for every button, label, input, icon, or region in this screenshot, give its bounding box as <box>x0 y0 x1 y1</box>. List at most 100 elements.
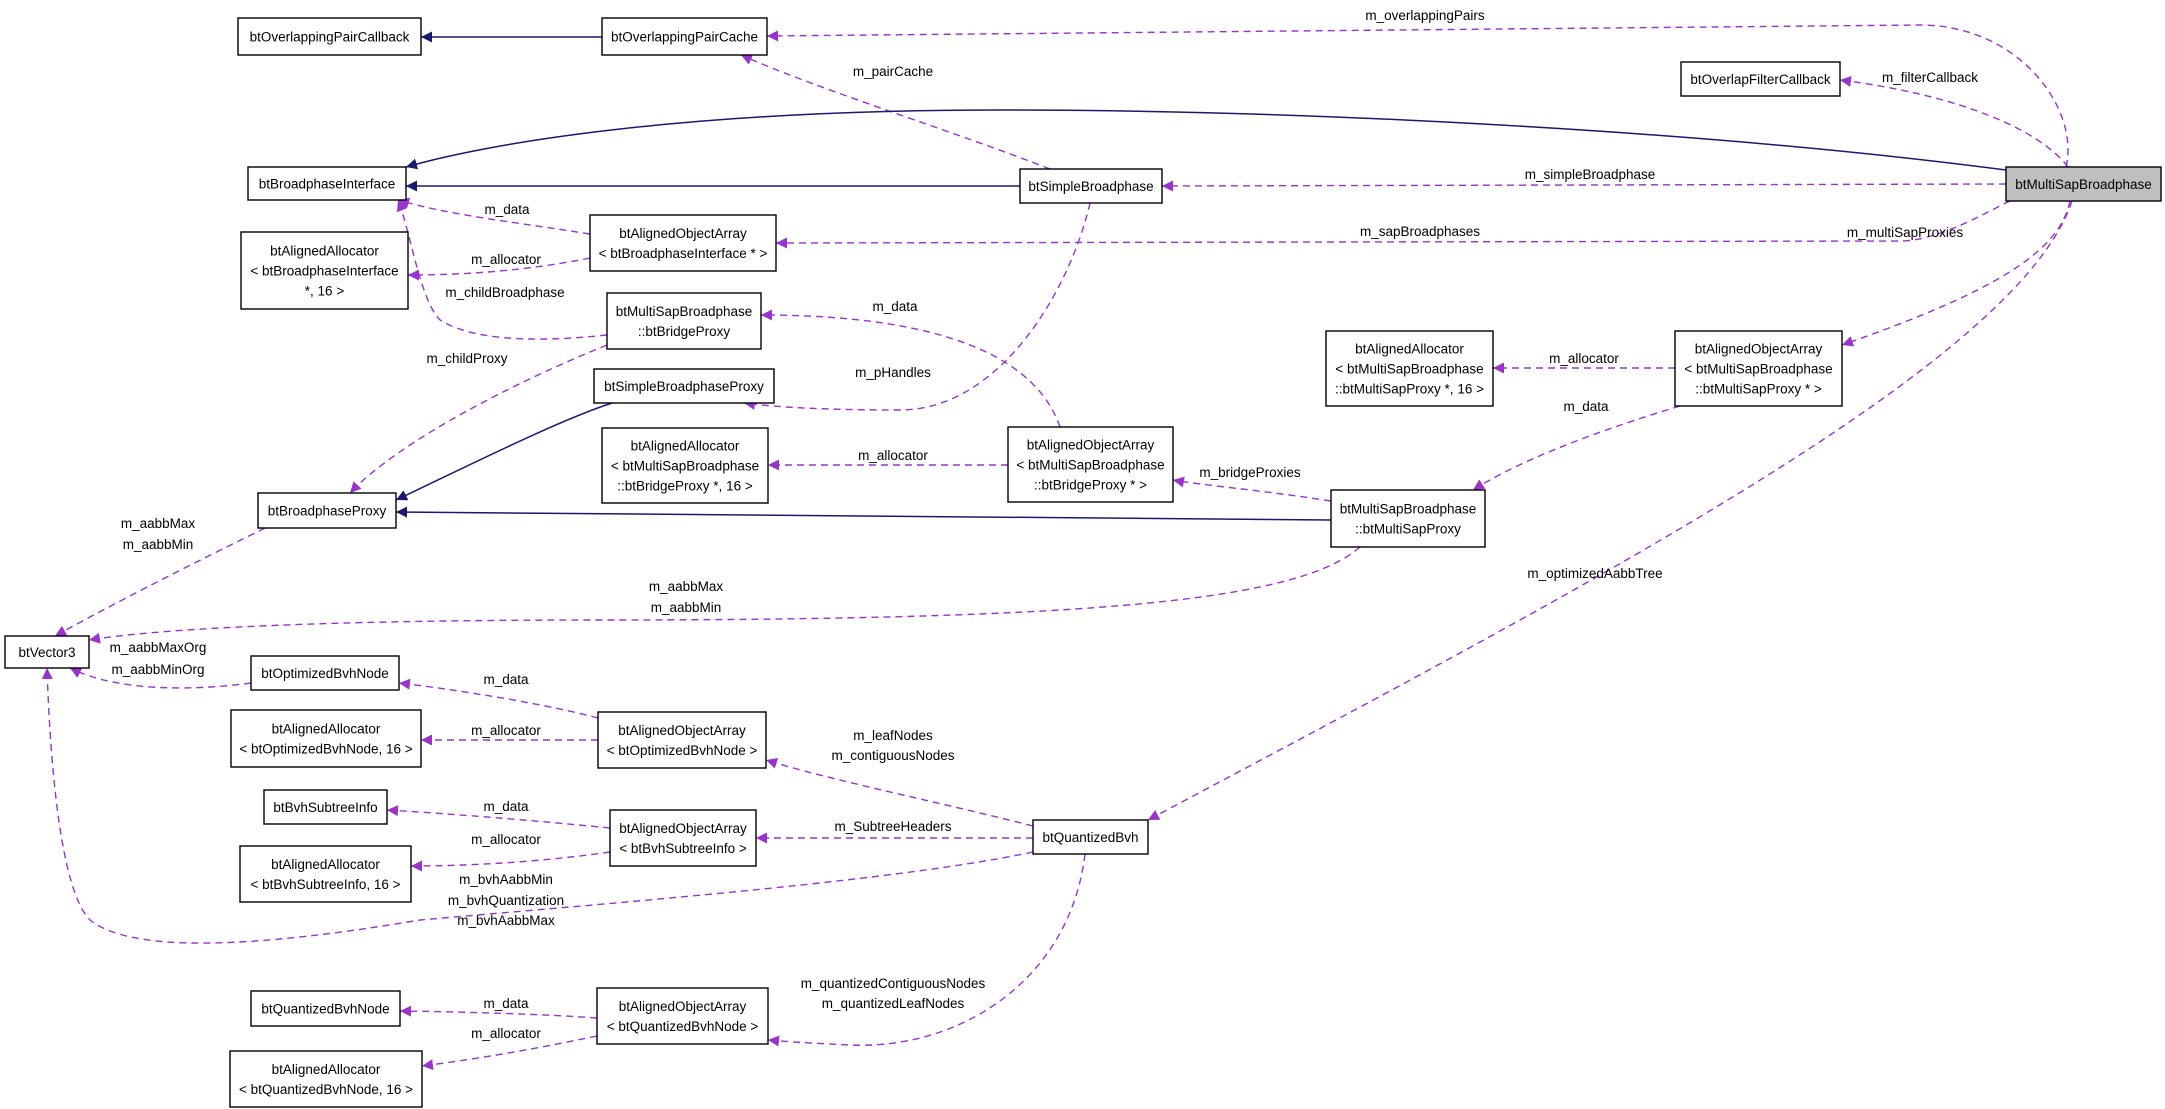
class-node-opc[interactable]: btOverlappingPairCache <box>601 17 768 56</box>
class-node-label: btAlignedObjectArray <box>619 226 747 241</box>
inheritance-edge-4 <box>405 109 2007 171</box>
edge-label-aoa-obvhn-alloc: m_allocator <box>471 723 541 738</box>
edge-label-sapBroadphases: m_sapBroadphases <box>1360 224 1480 239</box>
usage-edge-2 <box>740 54 1051 170</box>
class-node-aoa-bpi[interactable]: btAlignedObjectArray < btBroadphaseInterf… <box>589 214 777 272</box>
usage-edge-27 <box>765 758 1034 827</box>
edge-label-pHandles: m_pHandles <box>855 365 931 380</box>
class-node-label: btOverlappingPairCallback <box>250 30 410 45</box>
edge-label-qbvh-vec: m_bvhAabbMin <box>459 872 553 887</box>
class-node-msp[interactable]: btMultiSapBroadphase::btMultiSapProxy <box>1330 489 1486 548</box>
edge-label-aoa-bpi-alloc: m_allocator <box>471 252 541 267</box>
edge-label-filterCallback: m_filterCallback <box>1882 70 1978 85</box>
class-node-opc-cb[interactable]: btOverlappingPairCallback <box>237 17 422 56</box>
usage-edge-14 <box>349 344 608 494</box>
usage-edge-33 <box>399 1005 598 1019</box>
class-node-alloc-bvhsti[interactable]: btAlignedAllocator < btBvhSubtreeInfo, 16… <box>239 845 412 903</box>
edge-label-aoa-bvhsti-data: m_data <box>483 799 529 814</box>
class-node-label: < btMultiSapBroadphase <box>611 459 759 474</box>
class-node-label: btMultiSapBroadphase <box>1340 502 1477 517</box>
class-node-label: btSimpleBroadphase <box>1028 179 1153 194</box>
usage-edge-25 <box>398 678 599 719</box>
usage-edge-1 <box>766 24 2069 168</box>
class-node-qbvh[interactable]: btQuantizedBvh <box>1032 819 1149 855</box>
usage-edge-10 <box>396 199 608 340</box>
class-node-aoa-msp[interactable]: btAlignedObjectArray < btMultiSapBroadpha… <box>1674 330 1843 407</box>
class-node-obvhn[interactable]: btOptimizedBvhNode <box>250 655 400 691</box>
class-node-sbpp[interactable]: btSimpleBroadphaseProxy <box>593 368 775 404</box>
class-node-label: < btBroadphaseInterface <box>250 264 398 279</box>
class-node-label: < btBvhSubtreeInfo, 16 > <box>250 877 400 892</box>
class-node-label: < btQuantizedBvhNode > <box>607 1019 759 1034</box>
class-node-label: btOptimizedBvhNode <box>261 666 389 681</box>
class-node-label: < btMultiSapBroadphase <box>1684 362 1832 377</box>
class-node-aoa-bvhsti[interactable]: btAlignedObjectArray< btBvhSubtreeInfo > <box>609 809 757 867</box>
class-node-label: btMultiSapBroadphase <box>616 304 753 319</box>
class-node-sbp[interactable]: btSimpleBroadphase <box>1019 168 1163 204</box>
class-node-label: btAlignedAllocator <box>272 722 381 737</box>
class-node-label: < btOptimizedBvhNode > <box>607 743 758 758</box>
edge-label-msp-aabb: m_aabbMin <box>651 600 722 615</box>
edge-label-qbvh-vec: m_bvhAabbMax <box>457 913 555 928</box>
class-node-label: btSimpleBroadphaseProxy <box>604 379 764 394</box>
class-node-label: btAlignedObjectArray <box>618 723 746 738</box>
class-node-msbp[interactable]: btMultiSapBroadphase <box>2005 166 2162 202</box>
class-node-label: < btMultiSapBroadphase <box>1335 362 1483 377</box>
class-node-label: btAlignedObjectArray <box>619 999 747 1014</box>
edge-label-aoa-msp-alloc: m_allocator <box>1549 351 1619 366</box>
class-node-aoa-obvhn[interactable]: btAlignedObjectArray < btOptimizedBvhNode… <box>597 711 767 769</box>
class-node-label: ::btBridgeProxy *, 16 > <box>617 479 753 494</box>
class-node-label: *, 16 > <box>305 284 345 299</box>
edge-label-bridgeProxies: m_bridgeProxies <box>1199 465 1301 480</box>
class-node-bvhsti[interactable]: btBvhSubtreeInfo <box>263 789 388 825</box>
class-node-label: ::btMultiSapProxy * > <box>1695 382 1822 397</box>
inheritance-edge-16 <box>395 402 613 501</box>
class-node-ofcb[interactable]: btOverlapFilterCallback <box>1680 61 1841 97</box>
class-node-aoa-bridge[interactable]: btAlignedObjectArray< btMultiSapBroadpha… <box>1007 426 1174 503</box>
usage-edge-3 <box>1839 75 2069 168</box>
class-node-alloc-bridge[interactable]: btAlignedAllocator < btMultiSapBroadphase… <box>601 427 769 504</box>
usage-edge-34 <box>421 1035 598 1071</box>
class-node-vec3[interactable]: btVector3 <box>4 635 90 669</box>
class-node-alloc-bpi[interactable]: btAlignedAllocator< btBroadphaseInterfac… <box>240 231 409 310</box>
class-node-bridge[interactable]: btMultiSapBroadphase::btBridgeProxy <box>606 292 762 350</box>
class-node-label: < btQuantizedBvhNode, 16 > <box>239 1082 413 1097</box>
class-node-label: btAlignedAllocator <box>631 439 740 454</box>
class-node-label: < btBroadphaseInterface * > <box>599 246 768 261</box>
edge-label-msp-aabb: m_aabbMax <box>649 579 724 594</box>
class-node-alloc-msp[interactable]: btAlignedAllocator< btMultiSapBroadphase… <box>1325 330 1494 407</box>
class-node-alloc-qbvhn[interactable]: btAlignedAllocator < btQuantizedBvhNode, … <box>229 1050 423 1108</box>
edge-label-subtreeHeaders: m_SubtreeHeaders <box>834 819 951 834</box>
class-node-label: btBroadphaseInterface <box>259 177 396 192</box>
edge-label-aoa-bvhsti-alloc: m_allocator <box>471 832 541 847</box>
usage-edge-30 <box>410 851 611 872</box>
class-node-label: btAlignedObjectArray <box>1695 342 1823 357</box>
class-node-bpi[interactable]: btBroadphaseInterface <box>247 166 407 201</box>
edge-label-obvhn-aabb: m_aabbMaxOrg <box>110 640 207 655</box>
class-node-qbvhn[interactable]: btQuantizedBvhNode <box>250 990 401 1027</box>
usage-edge-7 <box>775 200 2011 249</box>
edge-label-quantizedNodes: m_quantizedContiguousNodes <box>801 976 986 991</box>
class-node-label: btBvhSubtreeInfo <box>273 800 377 815</box>
usage-edge-8 <box>397 197 591 235</box>
class-node-aoa-qbvhn[interactable]: btAlignedObjectArray < btQuantizedBvhNode… <box>596 987 769 1045</box>
class-node-label: btOverlapFilterCallback <box>1690 72 1831 87</box>
edge-label-quantizedNodes: m_quantizedLeafNodes <box>822 996 965 1011</box>
edge-label-aoa-qbvhn-data: m_data <box>483 996 529 1011</box>
usage-edge-17 <box>1472 405 1681 491</box>
class-node-label: btAlignedAllocator <box>272 1062 381 1077</box>
edge-label-bridge-data: m_data <box>872 299 918 314</box>
edge-label-aoa-qbvhn-alloc: m_allocator <box>471 1026 541 1041</box>
edge-label-bpp-aabb: m_aabbMax <box>121 516 196 531</box>
edge-label-aoa-bpi-data: m_data <box>484 202 530 217</box>
usage-edge-6 <box>1161 180 2007 192</box>
usage-edge-31 <box>41 667 1034 944</box>
class-node-alloc-obvhn[interactable]: btAlignedAllocator< btOptimizedBvhNode, … <box>230 709 422 768</box>
class-node-label: btBroadphaseProxy <box>268 504 387 519</box>
usage-edge-21 <box>54 527 266 637</box>
class-node-label: btAlignedAllocator <box>271 857 380 872</box>
class-node-label: < btBvhSubtreeInfo > <box>619 841 747 856</box>
class-node-label: btAlignedObjectArray <box>1027 438 1155 453</box>
class-node-bpp[interactable]: btBroadphaseProxy <box>257 492 397 529</box>
edge-label-pairCache: m_pairCache <box>853 64 933 79</box>
